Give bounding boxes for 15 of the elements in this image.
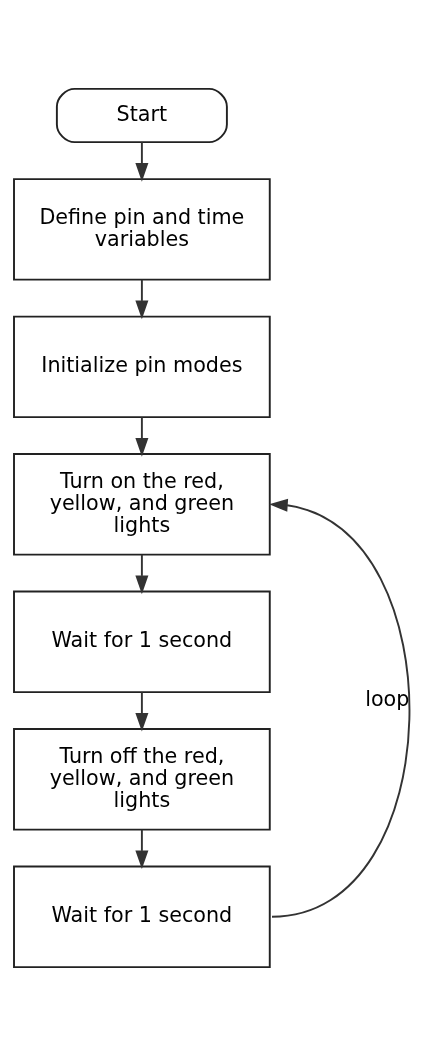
arrow xyxy=(135,278,149,319)
node-box: Wait for 1 second xyxy=(13,590,271,693)
edge-label: loop xyxy=(365,686,410,711)
node-box: Wait for 1 second xyxy=(13,865,271,968)
arrow xyxy=(135,140,149,182)
arrow xyxy=(135,553,149,594)
node-box: Start xyxy=(55,87,228,143)
arrow xyxy=(135,690,149,732)
arrow xyxy=(135,415,149,457)
arrow xyxy=(269,498,411,918)
node-box: Turn off the red, yellow, and green lights xyxy=(13,727,271,831)
node-box: Define pin and time variables xyxy=(13,177,271,281)
arrow xyxy=(135,828,149,869)
node-box: Turn on the red, yellow, and green lights xyxy=(13,452,271,556)
node-box: Initialize pin modes xyxy=(13,315,271,418)
